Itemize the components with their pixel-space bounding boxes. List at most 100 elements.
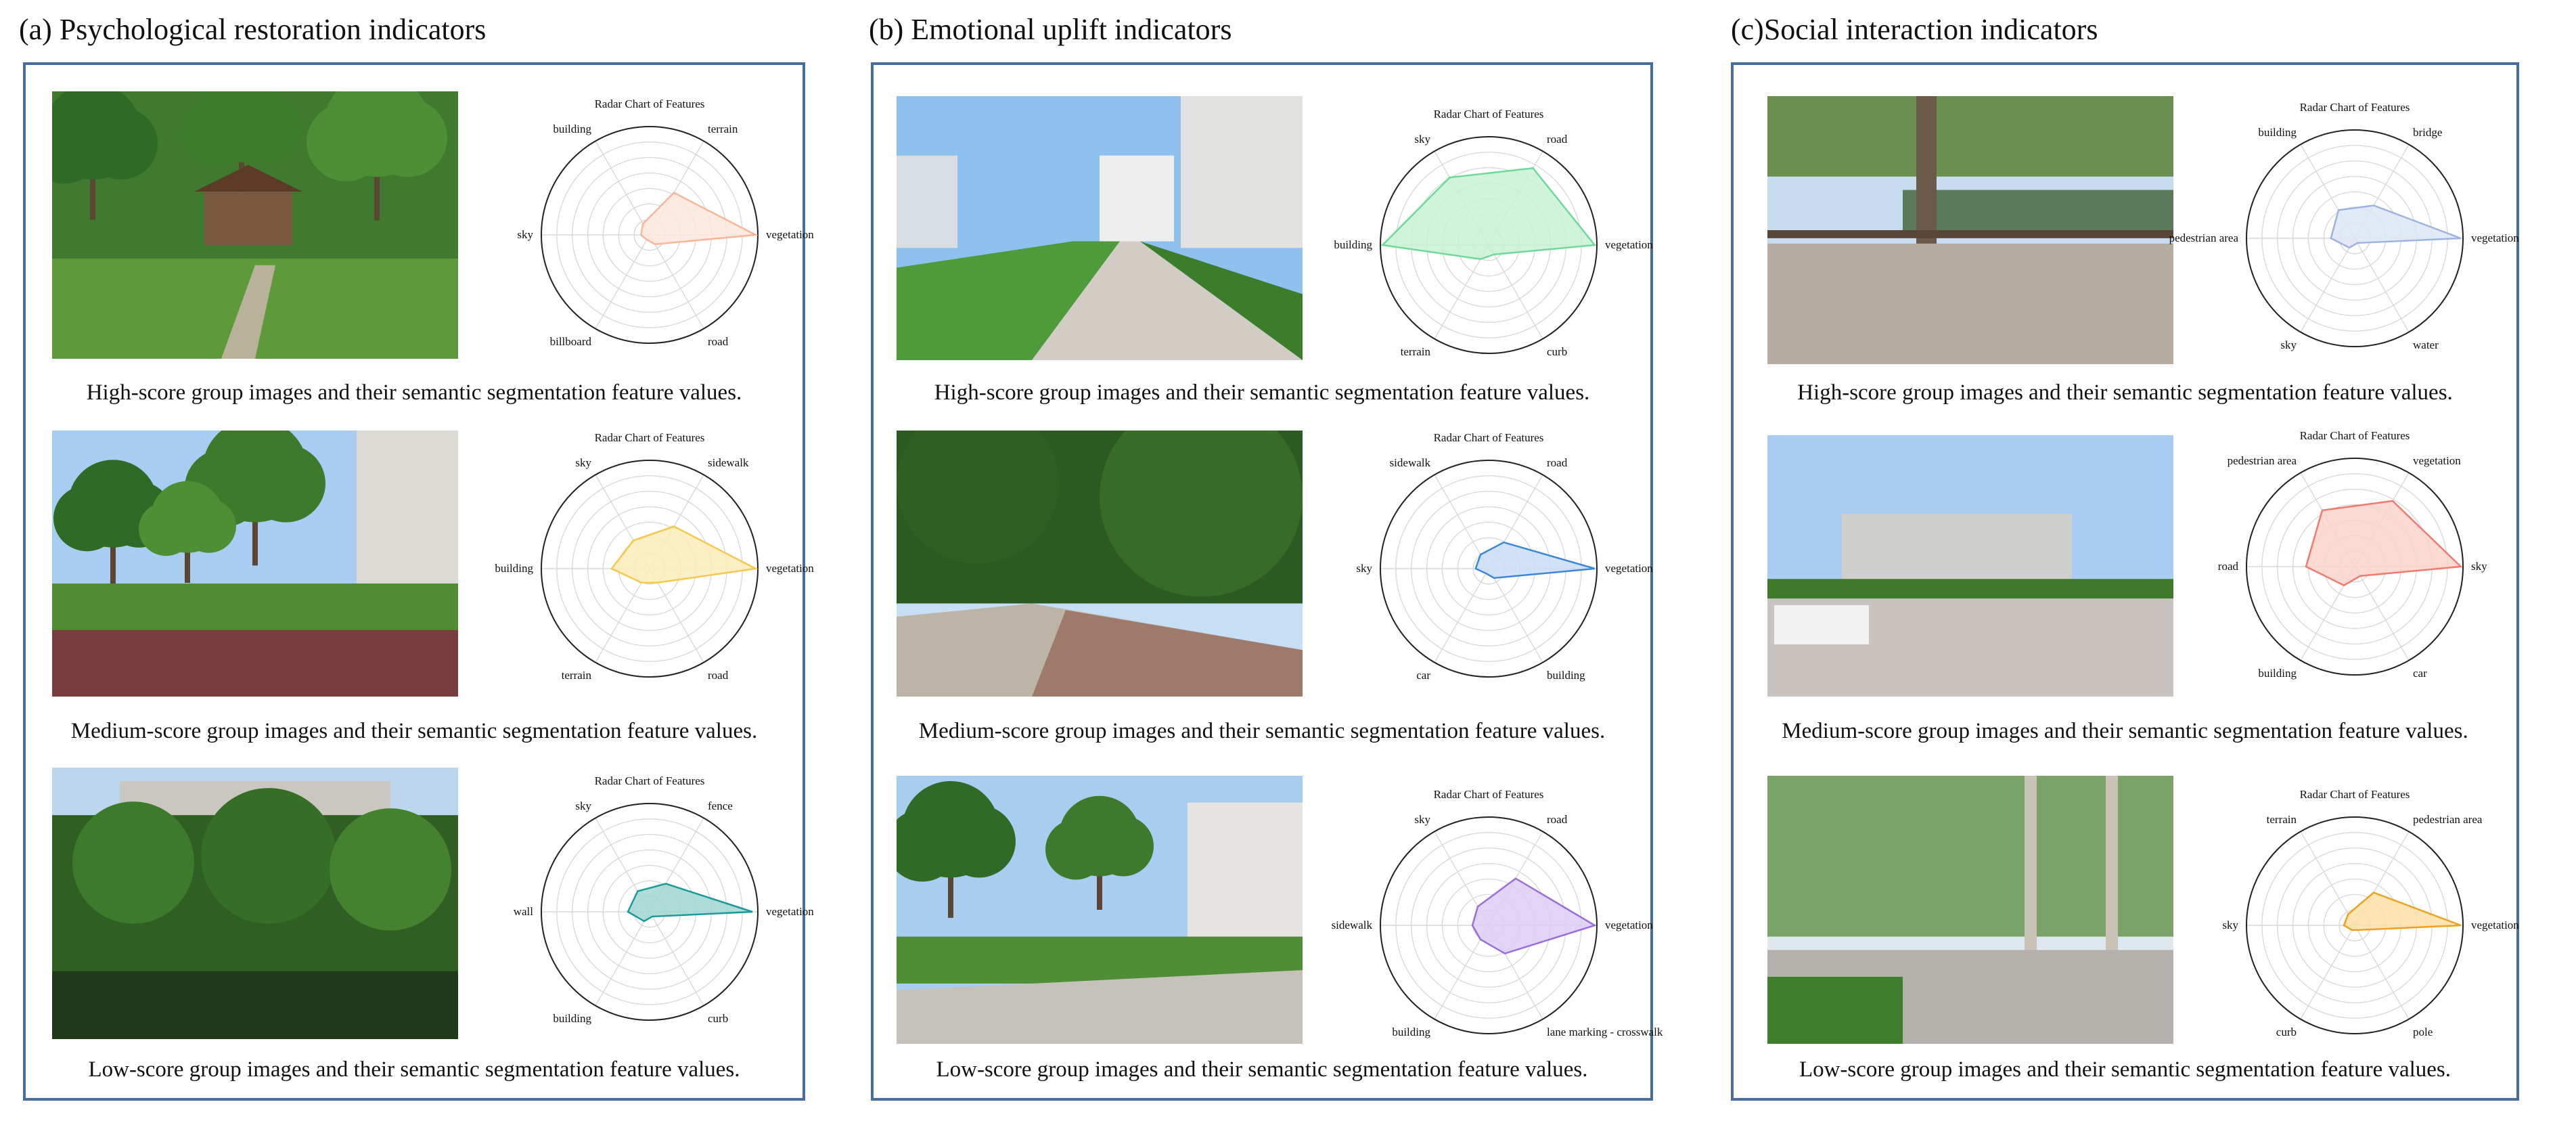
radar-title: Radar Chart of Features: [2300, 429, 2410, 442]
radar-axis-label: wall: [514, 905, 534, 918]
radar-spoke: [649, 911, 704, 1006]
photo-a-low: [52, 768, 458, 1039]
radar-axis-label: pedestrian area: [2228, 454, 2297, 467]
radar-axis-label: road: [1547, 456, 1568, 469]
radar-axis-label: sky: [1356, 562, 1372, 575]
radar-axis-label: sky: [575, 799, 591, 812]
radar-spoke: [649, 234, 704, 329]
radar-data-polygon: [639, 192, 759, 246]
radar-axis-label: water: [2413, 338, 2439, 351]
radar-title: Radar Chart of Features: [595, 97, 705, 110]
radar-spoke: [2300, 831, 2355, 926]
photo-b-medium: [897, 431, 1303, 697]
radar-data-polygon: [610, 525, 759, 584]
radar-spoke: [2300, 238, 2355, 332]
radar-axis-label: building: [1547, 669, 1585, 682]
scene-railing: [1767, 230, 2173, 238]
scene-building: [1842, 513, 2072, 586]
radar-axis-label: terrain: [708, 123, 738, 135]
radar-spoke: [2354, 925, 2410, 1019]
radar-axis-label: building: [553, 123, 591, 135]
radar-title: Radar Chart of Features: [1434, 788, 1544, 801]
radar-axis-label: fence: [708, 799, 733, 812]
radar-data-polygon: [627, 883, 753, 923]
radar-spoke: [2354, 238, 2410, 332]
scene-tree-foliage: [897, 431, 1059, 564]
radar-axis-label: road: [2218, 560, 2239, 573]
scene-pavilion: [204, 192, 292, 246]
radar-axis-label: vegetation: [1605, 238, 1653, 251]
radar-title: Radar Chart of Features: [1434, 108, 1544, 120]
radar-axis-label: sidewalk: [1390, 456, 1431, 469]
radar-axis-label: sky: [517, 228, 533, 241]
scene-trees: [1767, 96, 2173, 177]
scene-tree-foliage: [53, 485, 120, 552]
photo-svg: [1767, 435, 2173, 697]
radar-axis-label: sidewalk: [708, 456, 749, 469]
scene-road: [897, 970, 1303, 1044]
scene-tree-foliage: [943, 805, 1016, 878]
caption-a-low: Low-score group images and their semanti…: [88, 1057, 740, 1082]
radar-spoke: [595, 911, 650, 1006]
radar-spoke: [2300, 925, 2355, 1019]
radar-title: Radar Chart of Features: [2300, 788, 2410, 801]
radar-spoke: [1434, 568, 1489, 663]
scene-track: [52, 630, 458, 697]
panel-a-title: (a) Psychological restoration indicators: [19, 13, 487, 46]
photo-svg: [1767, 776, 2173, 1044]
scene-deck: [1767, 243, 2173, 364]
radar-axis-label: building: [2258, 667, 2297, 680]
radar-outer-ring: [541, 460, 759, 678]
photo-svg: [52, 768, 458, 1039]
photo-svg: [897, 776, 1303, 1044]
scene-trees: [1767, 579, 2173, 599]
radar-axis-label: road: [1547, 813, 1568, 826]
radar-data-polygon: [2343, 892, 2462, 931]
scene-tree-foliage: [330, 808, 451, 931]
caption-c-low: Low-score group images and their semanti…: [1799, 1057, 2451, 1082]
radar-data-polygon: [1471, 877, 1597, 954]
scene-car: [1774, 605, 1869, 644]
scene-tree-foliage: [897, 809, 959, 882]
scene-building: [1181, 96, 1303, 248]
radar-spoke: [595, 141, 650, 236]
photo-svg: [897, 96, 1303, 360]
radar-axis-label: curb: [2276, 1026, 2297, 1038]
radar-outer-ring: [541, 803, 759, 1021]
photo-b-high: [897, 96, 1303, 360]
caption-a-medium: Medium-score group images and their sema…: [70, 719, 758, 743]
scene-tree-foliage: [246, 444, 325, 523]
radar-axis-label: sky: [1414, 813, 1430, 826]
photo-svg: [897, 431, 1303, 697]
photo-svg: [1767, 96, 2173, 364]
scene-tree-foliage: [1093, 816, 1154, 877]
radar-axis-label: building: [553, 1012, 591, 1025]
radar-axis-label: bridge: [2413, 126, 2442, 139]
scene-tree-foliage: [182, 100, 249, 167]
photo-svg: [52, 431, 458, 697]
radar-axis-label: vegetation: [766, 228, 814, 241]
scene-road: [1032, 241, 1303, 360]
photo-a-medium: [52, 431, 458, 697]
photo-c-low: [1767, 776, 2173, 1044]
radar-outer-ring: [2246, 129, 2464, 347]
scene-tree-foliage: [307, 103, 386, 181]
radar-axis-label: road: [708, 669, 729, 682]
scene-tree-foliage: [234, 95, 301, 162]
caption-c-medium: Medium-score group images and their sema…: [1782, 719, 2468, 743]
radar-axis-label: vegetation: [1605, 562, 1653, 575]
caption-a-high: High-score group images and their semant…: [86, 380, 742, 405]
radar-axis-label: vegetation: [2413, 454, 2461, 467]
panel-c-title: (c)Social interaction indicators: [1731, 13, 2098, 46]
radar-axis-label: building: [1334, 238, 1372, 251]
scene-undergrowth: [52, 971, 458, 1039]
